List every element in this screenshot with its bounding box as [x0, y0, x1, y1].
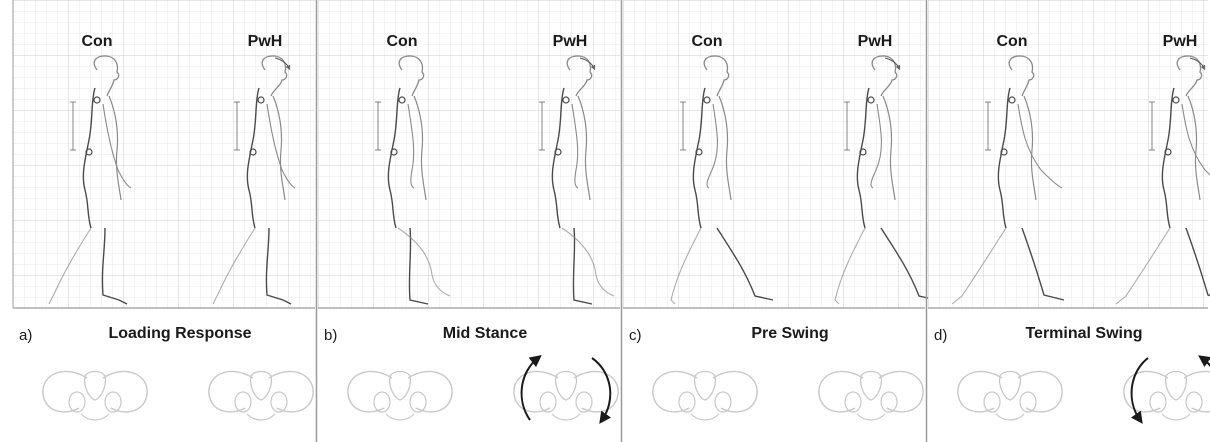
right-ilium: [408, 371, 452, 411]
pelvis-icon: [958, 371, 1062, 420]
patient-label: PwH: [858, 33, 893, 50]
right-ilium: [574, 371, 618, 411]
right-ilium: [1018, 371, 1062, 411]
panel-4: Con PwH d) Terminal Swing: [928, 0, 1210, 420]
panel-letter: a): [19, 327, 32, 344]
patient-label: PwH: [248, 33, 283, 50]
control-pelvis: [958, 371, 1062, 420]
pelvis-icon: [653, 371, 757, 420]
control-label: Con: [691, 33, 722, 50]
control-pelvis: [653, 371, 757, 420]
pelvis-icon: [209, 371, 313, 420]
control-pelvis: [43, 371, 147, 420]
patient-label: PwH: [553, 33, 588, 50]
pubic-arch: [691, 414, 719, 420]
pubic-arch: [81, 414, 109, 420]
pubic-arch: [552, 414, 580, 420]
phase-title: Terminal Swing: [1025, 325, 1142, 342]
control-label: Con: [81, 33, 112, 50]
phase-title: Pre Swing: [751, 325, 828, 342]
pubic-arch: [247, 414, 275, 420]
panel-1: Con PwH a) Loading Response: [13, 0, 317, 442]
sacrum: [251, 372, 272, 401]
panel-2: Con PwH b) Mid Stance: [318, 0, 622, 442]
pelvis-icon: [43, 371, 147, 420]
patient-pelvis: [819, 371, 923, 420]
left-ilium: [348, 371, 392, 411]
control-pelvis: [348, 371, 452, 420]
pubic-arch: [996, 414, 1024, 420]
left-ilium: [43, 371, 87, 411]
left-ilium: [1124, 371, 1168, 411]
pubic-arch: [1162, 414, 1190, 420]
sacrum: [85, 372, 106, 401]
right-ilium: [269, 371, 313, 411]
rotation-arrow-right: [592, 358, 610, 420]
phase-title: Mid Stance: [443, 325, 528, 342]
left-ilium: [653, 371, 697, 411]
right-ilium: [879, 371, 923, 411]
patient-label: PwH: [1163, 33, 1198, 50]
pubic-arch: [386, 414, 414, 420]
sacrum: [1000, 372, 1021, 401]
patient-pelvis: [514, 371, 618, 420]
panel-letter: c): [629, 327, 642, 344]
phase-title: Loading Response: [108, 325, 251, 342]
pelvis-icon: [819, 371, 923, 420]
pelvis-icon: [348, 371, 452, 420]
pubic-arch: [857, 414, 885, 420]
sacrum: [861, 372, 882, 401]
pelvis-icon: [514, 371, 618, 420]
panel-letter: d): [934, 327, 947, 344]
rotation-arrow-right: [1202, 358, 1210, 420]
control-label: Con: [996, 33, 1027, 50]
left-ilium: [958, 371, 1002, 411]
right-ilium: [103, 371, 147, 411]
left-ilium: [819, 371, 863, 411]
right-ilium: [1184, 371, 1210, 411]
patient-pelvis: [209, 371, 313, 420]
sacrum: [695, 372, 716, 401]
sacrum: [556, 372, 577, 401]
panel-3: Con PwH c) Pre Swing: [623, 0, 937, 442]
control-label: Con: [386, 33, 417, 50]
sacrum: [390, 372, 411, 401]
panel-letter: b): [324, 327, 337, 344]
left-ilium: [514, 371, 558, 411]
rotation-arrow-icon: [522, 358, 611, 420]
right-ilium: [713, 371, 757, 411]
sacrum: [1166, 372, 1187, 401]
left-ilium: [209, 371, 253, 411]
